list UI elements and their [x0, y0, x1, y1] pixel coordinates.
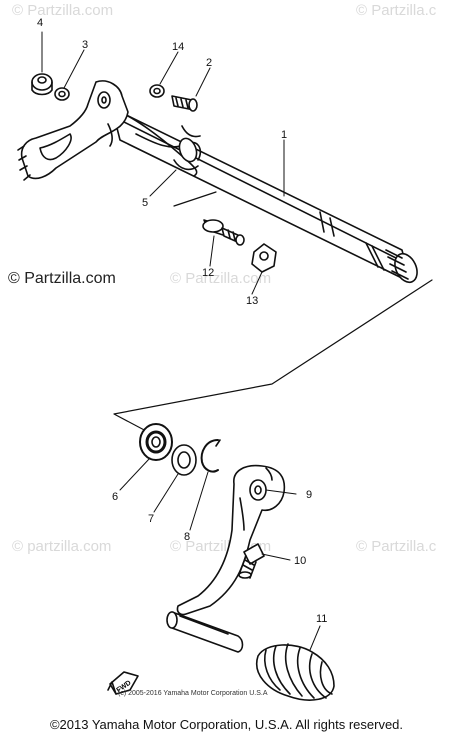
bolt-part-10 [238, 543, 265, 579]
shift-arm-plate [17, 80, 129, 181]
washer-part-3 [54, 87, 70, 101]
copyright-footer: ©2013 Yamaha Motor Corporation, U.S.A. A… [49, 717, 404, 732]
nut-part-4 [31, 73, 53, 96]
oil-seal-part-6 [139, 423, 173, 461]
circlip-part-8 [200, 439, 221, 473]
callout-2: 2 [206, 57, 212, 69]
callout-8: 8 [184, 531, 190, 543]
leader-lines [41, 31, 321, 651]
callout-1: 1 [281, 129, 287, 141]
watermark-top-right: © Partzilla.c [356, 2, 437, 19]
washer-part-14 [149, 84, 165, 98]
callout-10: 10 [294, 555, 306, 567]
callout-14: 14 [172, 41, 184, 53]
watermark-mid-center: © Partzilla.com [170, 270, 272, 287]
callout-3: 3 [82, 39, 88, 51]
small-copyright-note: (c) 2005-2016 Yamaha Motor Corporation U… [118, 690, 268, 697]
nut-part-13 [251, 243, 277, 273]
callout-5: 5 [142, 197, 148, 209]
watermark-top-left: © Partzilla.com [12, 2, 114, 19]
stopper-bolt-part-12 [202, 219, 245, 246]
callout-4: 4 [37, 17, 43, 29]
bolt-part-2 [171, 95, 198, 112]
callout-6: 6 [112, 491, 118, 503]
shift-pedal-part-9 [166, 464, 286, 653]
callout-7: 7 [148, 513, 154, 525]
callout-12: 12 [202, 267, 214, 279]
assembly-connector-line [113, 191, 433, 433]
watermark-bottom-right: © Partzilla.c [356, 538, 437, 555]
watermark-mid-left: © Partzilla.com [8, 270, 116, 287]
footrest-rubber-part-11 [255, 643, 335, 701]
fwd-direction-marker [107, 671, 139, 695]
callout-9: 9 [306, 489, 312, 501]
callout-11: 11 [316, 613, 327, 625]
watermark-bottom-left: © partzilla.com [12, 538, 112, 555]
callout-13: 13 [246, 295, 258, 307]
spring-part-5 [127, 115, 202, 177]
washer-part-7 [171, 444, 197, 476]
